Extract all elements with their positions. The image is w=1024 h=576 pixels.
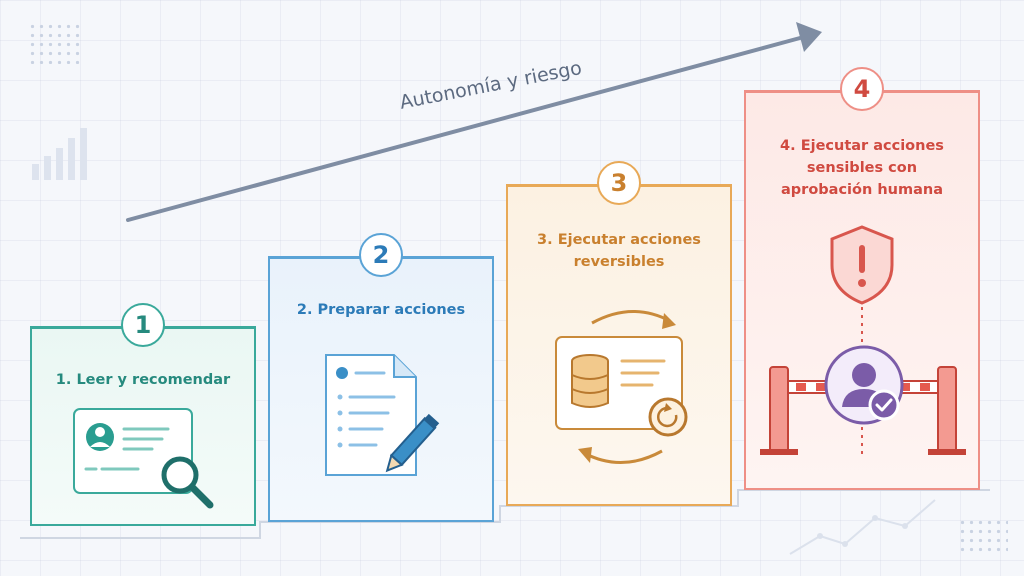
step-4-title-line-1: 4. Ejecutar acciones <box>780 138 944 154</box>
step-2-card: 2. Preparar acciones <box>268 256 494 522</box>
step-3-card: 3. Ejecutar acciones reversibles <box>506 184 732 506</box>
step-2-title: 2. Preparar acciones <box>296 302 466 318</box>
decorative-bar-chart-icon <box>32 128 87 180</box>
step-3-title-line-1: 3. Ejecutar acciones <box>537 232 701 248</box>
user-check-icon <box>824 345 904 425</box>
dot-pattern-top-left <box>28 22 84 64</box>
step-3-badge: 3 <box>597 161 641 205</box>
step-4-title: 4. Ejecutar acciones sensibles con aprob… <box>746 135 978 201</box>
step-1-card: 1. Leer y recomendar <box>30 326 256 526</box>
decorative-line-chart-icon <box>789 499 936 555</box>
profile-card-search-icon <box>73 408 214 509</box>
step-3-title-line-2: reversibles <box>573 254 665 270</box>
document-edit-icon <box>325 354 440 476</box>
step-4-title-line-3: aprobación humana <box>781 182 943 198</box>
step-2-badge: 2 <box>359 233 403 277</box>
step-4-card: 4. Ejecutar acciones sensibles con aprob… <box>744 90 980 490</box>
warning-shield-icon <box>830 225 894 305</box>
step-1-badge: 1 <box>121 303 165 347</box>
dot-pattern-bottom-right <box>958 518 1008 554</box>
step-4-badge: 4 <box>840 67 884 111</box>
step-1-title: 1. Leer y recomendar <box>55 372 231 388</box>
database-undo-icon <box>555 310 688 464</box>
step-4-title-line-2: sensibles con <box>806 160 918 176</box>
step-3-title: 3. Ejecutar acciones reversibles <box>508 229 730 273</box>
